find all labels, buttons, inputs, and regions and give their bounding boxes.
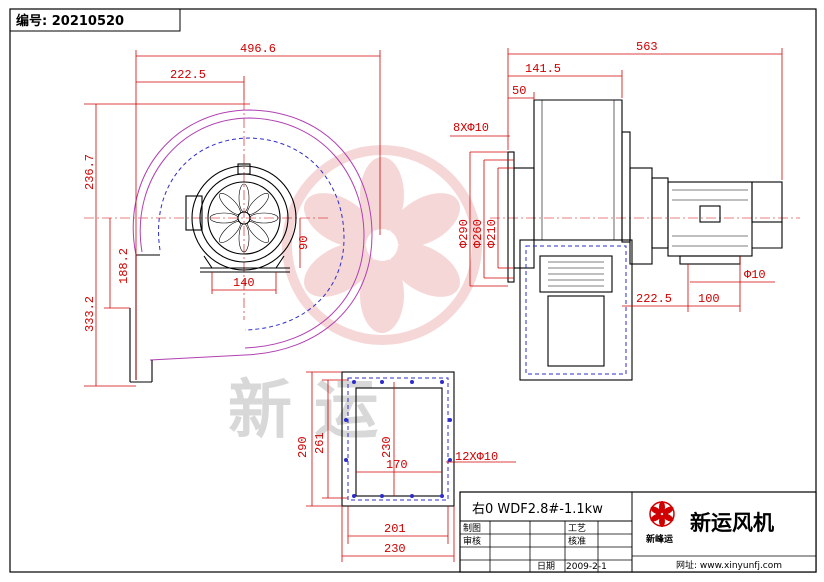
front-dims: 496.6 222.5 236.7 188.2 333.2 140 90 bbox=[83, 42, 381, 387]
dim-width-total: 496.6 bbox=[240, 42, 276, 56]
row-verify: 核准 bbox=[568, 535, 586, 547]
dim-motor-base: 140 bbox=[233, 276, 255, 290]
dim-center-offset: 222.5 bbox=[170, 68, 206, 82]
dim-flange-w: 230 bbox=[384, 542, 406, 556]
website: 网址: www.xinyunfj.com bbox=[676, 559, 782, 571]
dim-height-upper: 236.7 bbox=[83, 154, 97, 190]
dim-flange-h: 290 bbox=[296, 436, 310, 458]
row-date-label: 日期 bbox=[537, 561, 555, 572]
dim-motor-feet: 100 bbox=[698, 292, 720, 306]
row-process: 工艺 bbox=[568, 523, 586, 534]
company-name: 新运风机 bbox=[690, 511, 774, 535]
watermark-logo bbox=[282, 145, 482, 345]
dim-overall-length: 563 bbox=[636, 40, 658, 54]
dim-side-offset: 222.5 bbox=[636, 292, 672, 306]
flange-view bbox=[341, 371, 455, 507]
flange-dims: 290 261 230 170 12XΦ10 201 230 bbox=[296, 371, 516, 562]
dim-foot-hole: Φ10 bbox=[744, 268, 766, 282]
front-view bbox=[84, 100, 373, 383]
dim-total-height: 333.2 bbox=[83, 296, 97, 332]
logo-caption: 新峰运 bbox=[646, 533, 674, 545]
dim-flange-w-bolt: 201 bbox=[384, 522, 406, 536]
number-box bbox=[9, 8, 181, 32]
side-dims: 563 141.5 50 8XΦ10 Φ290 Φ260 Φ210 222.5 … bbox=[450, 40, 783, 312]
dim-outlet-height: 188.2 bbox=[117, 248, 131, 284]
dim-d260: Φ260 bbox=[471, 219, 485, 248]
row-review: 审核 bbox=[463, 535, 481, 547]
company-logo-icon bbox=[649, 501, 675, 527]
dim-inlet-length: 141.5 bbox=[525, 62, 561, 76]
model-label: 右0 WDF2.8#-1.1kw bbox=[472, 502, 603, 517]
dim-bolt-holes-inlet: 8XΦ10 bbox=[453, 121, 489, 135]
dim-d290: Φ290 bbox=[457, 219, 471, 248]
dim-flange-h-inner: 261 bbox=[313, 432, 327, 454]
title-block: 右0 WDF2.8#-1.1kw 制图 工艺 审核 核准 日期 2009-2-1… bbox=[459, 491, 817, 573]
dim-shaft-height: 90 bbox=[297, 236, 311, 250]
watermark-text: 新 运 bbox=[228, 374, 378, 448]
dim-flange-h-bolt: 230 bbox=[380, 436, 394, 458]
sheet-border bbox=[9, 8, 817, 573]
side-view bbox=[490, 99, 800, 381]
row-drawn: 制图 bbox=[463, 522, 481, 534]
dim-inlet-flange: 50 bbox=[512, 84, 526, 98]
row-date: 2009-2-1 bbox=[566, 562, 607, 572]
dim-bolt-holes-outlet: 12XΦ10 bbox=[455, 450, 498, 464]
number-label: 编号: 20210520 bbox=[16, 13, 124, 29]
dim-flange-w-inner: 170 bbox=[386, 458, 408, 472]
dim-d210: Φ210 bbox=[485, 219, 499, 248]
